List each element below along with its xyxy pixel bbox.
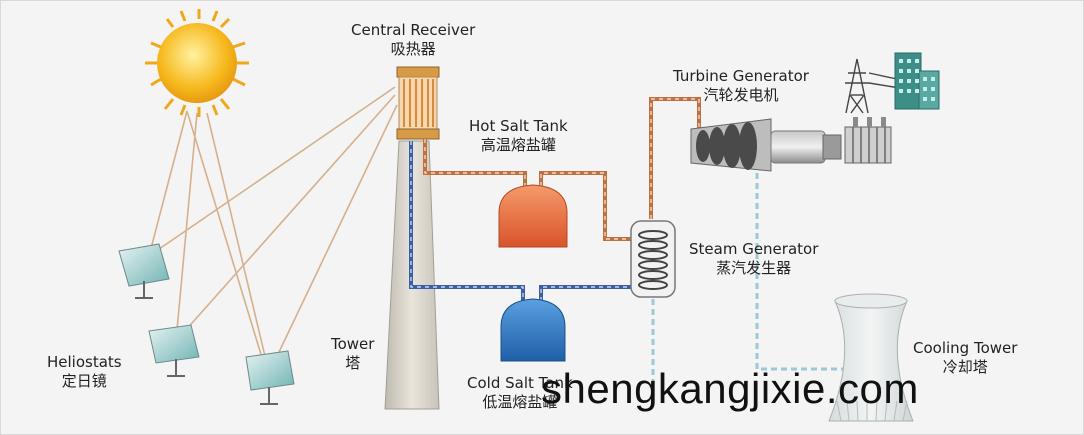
label-steam-generator: Steam Generator 蒸汽发生器 bbox=[689, 240, 819, 277]
cooling-tower-icon bbox=[828, 293, 914, 422]
label-tower: Tower 塔 bbox=[331, 335, 375, 372]
steam-generator-icon bbox=[630, 220, 676, 298]
cold-salt-line bbox=[409, 141, 633, 301]
label-heliostats: Heliostats 定日镜 bbox=[47, 353, 122, 390]
label-cold-salt-tank: Cold Salt Tank 低温熔盐罐 bbox=[467, 374, 573, 411]
cold-tank-icon bbox=[500, 298, 566, 362]
hot-tank-icon bbox=[498, 184, 568, 248]
label-central-receiver: Central Receiver 吸热器 bbox=[351, 21, 476, 58]
turbine-icon bbox=[690, 118, 772, 172]
sun-rays bbox=[148, 86, 398, 374]
hot-salt-line bbox=[423, 97, 701, 241]
transformer-icon bbox=[844, 117, 892, 164]
pylon-icon bbox=[845, 58, 907, 114]
watermark: shengkangjixie.com bbox=[541, 365, 919, 412]
label-hot-salt-tank: Hot Salt Tank 高温熔盐罐 bbox=[469, 117, 568, 154]
water-line bbox=[651, 163, 843, 403]
sun-icon bbox=[145, 9, 249, 117]
receiver-icon bbox=[396, 66, 440, 140]
label-turbine-generator: Turbine Generator 汽轮发电机 bbox=[673, 67, 809, 104]
heliostat-icon bbox=[245, 350, 295, 405]
heliostat-icon bbox=[118, 243, 170, 299]
heliostat-icon bbox=[148, 324, 200, 377]
label-cooling-tower: Cooling Tower 冷却塔 bbox=[913, 339, 1018, 376]
generator-icon bbox=[770, 130, 842, 164]
building-icon bbox=[894, 52, 940, 110]
